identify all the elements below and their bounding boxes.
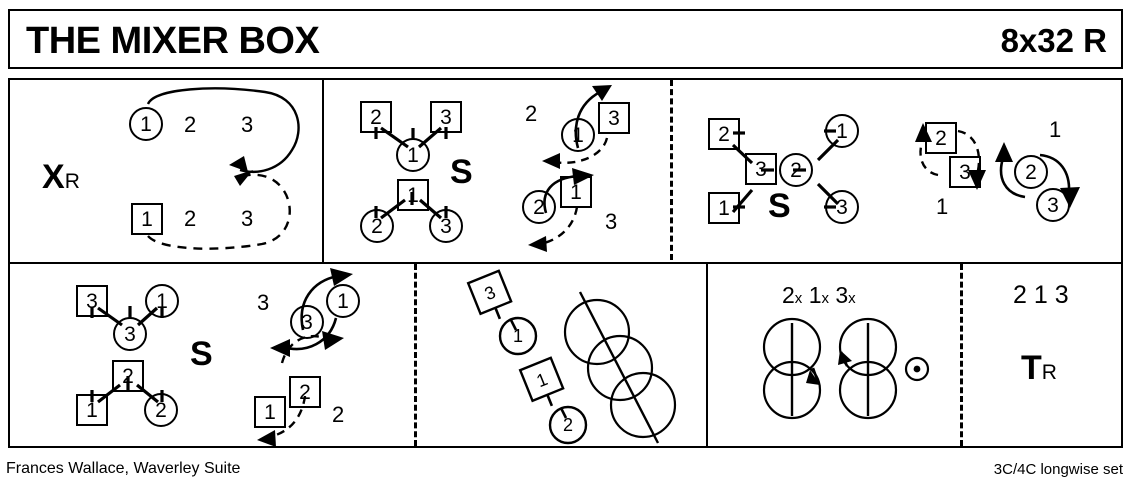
token-turn-lady-2: 2 <box>522 190 556 224</box>
formation-letter-t: T <box>1021 349 1042 387</box>
token-man-3: 3 <box>241 206 254 231</box>
order-label-turn: 2 1 3 <box>1013 281 1069 309</box>
order-num-3: 3 <box>835 282 849 308</box>
formation-label-set-3: S <box>190 335 213 373</box>
formation-label-set-2: S <box>768 187 791 225</box>
row-divider <box>8 262 1123 264</box>
token-turn-lady-3: 3 <box>1036 188 1070 222</box>
token-turn-man-1: 1 <box>254 396 286 428</box>
token-man-3: 3 <box>430 101 462 133</box>
token-lady-3: 3 <box>113 317 147 351</box>
token-man-2: 2 <box>184 206 197 231</box>
token-lady-2: 2 <box>779 153 813 187</box>
formation-sub-r: R <box>64 170 80 193</box>
order-num-1: 1 <box>808 282 822 308</box>
token-turn-man-2: 2 <box>289 376 321 408</box>
order-sub-2x: x <box>794 290 803 307</box>
token-lady-2: 2 <box>184 112 197 137</box>
footer-set-type: 3C/4C longwise set <box>993 461 1123 478</box>
footer-credit: Frances Wallace, Waverley Suite <box>6 460 241 477</box>
token-side-1-bottom: 1 <box>936 194 949 219</box>
token-lady-1: 1 <box>145 284 179 318</box>
token-turn-lady-1: 1 <box>326 284 360 318</box>
formation-label-turn: TR <box>1021 351 1057 385</box>
token-turn-lady-1: 1 <box>561 118 595 152</box>
token-turn-man-3: 3 <box>949 156 981 188</box>
token-man-3: 3 <box>76 285 108 317</box>
order-sub-1x: x <box>821 290 829 307</box>
token-man-1: 1 <box>131 203 163 235</box>
token-lady-1: 1 <box>396 138 430 172</box>
formation-label-set-1: S <box>450 153 473 191</box>
token-man-1: 1 <box>708 192 740 224</box>
token-lady-2: 2 <box>144 393 178 427</box>
token-man-3: 3 <box>745 153 777 185</box>
token-lady-3: 3 <box>825 190 859 224</box>
token-side-3: 3 <box>257 290 270 315</box>
token-lady-1: 1 <box>825 114 859 148</box>
token-lady-3: 3 <box>429 209 463 243</box>
token-lady-2: 2 <box>562 415 573 435</box>
token-turn-man-1: 1 <box>560 176 592 208</box>
token-side-1-top: 1 <box>1049 117 1062 142</box>
divider-cell2-cell3 <box>670 80 673 260</box>
token-side-2: 2 <box>525 101 538 126</box>
token-turn-lady-2: 2 <box>1014 155 1048 189</box>
divider-cell4-cell5 <box>414 264 417 446</box>
order-sub-3x: x <box>848 290 856 307</box>
formation-letter-x: X <box>42 158 65 196</box>
token-side-2: 2 <box>332 402 345 427</box>
token-man-1: 1 <box>76 394 108 426</box>
token-turn-man-2: 2 <box>925 122 957 154</box>
token-man-2: 2 <box>112 360 144 392</box>
divider-cell1-cell2 <box>322 78 324 262</box>
token-lady-3: 3 <box>241 112 254 137</box>
divider-cell6-cell7 <box>960 264 963 446</box>
token-lady-1: 1 <box>512 326 523 346</box>
token-man-2: 2 <box>708 118 740 150</box>
header-box <box>8 9 1123 69</box>
formation-label-cross: XR <box>42 160 80 194</box>
token-man-2: 2 <box>360 101 392 133</box>
page-title: THE MIXER BOX <box>26 20 320 62</box>
divider-cell5-cell6 <box>706 262 708 448</box>
token-man-1: 1 <box>397 179 429 211</box>
order-num-2: 2 <box>782 282 795 308</box>
token-turn-man-3: 3 <box>598 102 630 134</box>
token-lady-2: 2 <box>360 209 394 243</box>
meter-badge: 8x32 R <box>1000 22 1107 59</box>
token-side-3: 3 <box>605 209 618 234</box>
token-turn-lady-3: 3 <box>290 305 324 339</box>
formation-sub-r: R <box>1041 361 1057 384</box>
order-label-poussette: 2x 1x 3x <box>782 284 856 307</box>
token-lady-1: 1 <box>129 107 163 141</box>
